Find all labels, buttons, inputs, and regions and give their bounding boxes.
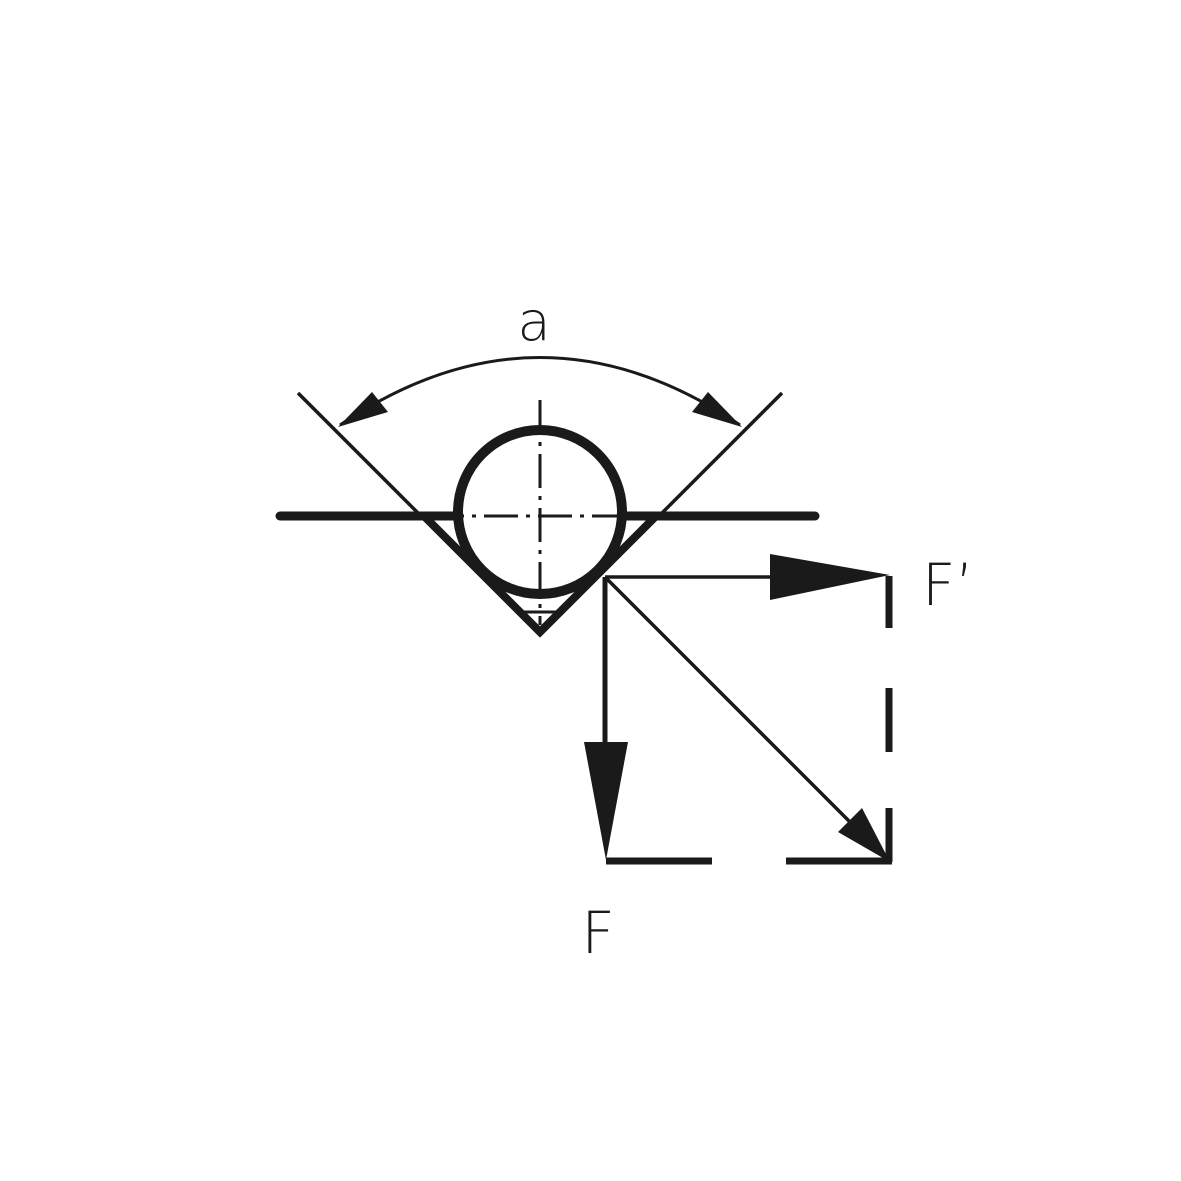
angle-label: a [517,290,550,353]
resultant-arrowhead [838,808,890,862]
force-prime-label: F’ [922,551,974,619]
angle-arrowhead-right [692,392,742,427]
angle-arrowhead-left [338,392,388,427]
angle-arc [339,356,741,427]
resultant-shaft [603,575,862,834]
force-arrowhead [584,742,628,860]
force-label: F [581,899,614,967]
contact-triangle [516,610,564,635]
force-prime-arrowhead [770,554,890,600]
